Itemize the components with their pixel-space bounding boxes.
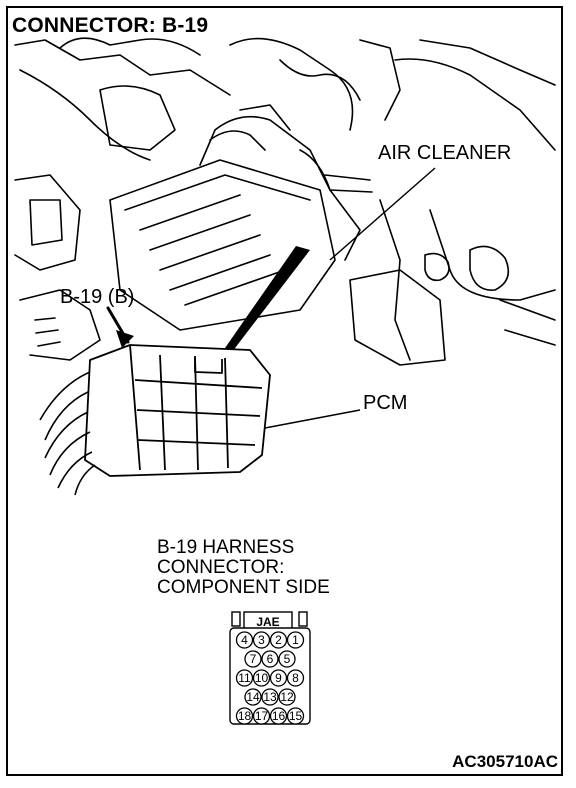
harness-title-line1: B-19 HARNESS [157,537,295,558]
connector-pin [269,707,288,725]
connector-pin [286,669,305,687]
connector-pin-label: 3 [258,633,265,647]
connector-pin [252,669,271,687]
connector-latch-left [231,611,241,627]
connector-pin [269,631,288,649]
connector-pin-label: 17 [255,709,269,723]
connector-pin-label: 4 [241,633,248,647]
connector-pin [286,707,305,725]
connector-pin [244,688,262,706]
connector-pin-label: 12 [280,690,294,704]
connector-pin-label: 13 [263,690,277,704]
connector-pin-label: 15 [289,709,303,723]
pcm-label: PCM [363,392,408,414]
connector-pin-label: 1 [292,633,299,647]
connector-pin [244,650,262,668]
connector-pin [235,669,254,687]
connector-pin [286,631,305,649]
connector-pin [235,707,254,725]
connector-pin-label: 10 [255,671,269,685]
connector-pin [261,688,279,706]
connector-pin [261,650,279,668]
connector-pin [278,688,296,706]
b19-b-label: B-19 (B) [60,286,135,308]
connector-pin-label: 9 [275,671,282,685]
connector-pin [252,631,271,649]
figure-frame [6,6,563,776]
connector-pin-label: 7 [250,652,257,666]
connector-pin [235,631,254,649]
air-cleaner-label: AIR CLEANER [378,142,512,164]
connector-pin-label: 8 [292,671,299,685]
connector-pin-label: 14 [246,690,260,704]
connector-pin [252,707,271,725]
b19-arrowhead [116,330,134,348]
harness-title-line2: CONNECTOR: [157,557,285,578]
pcm-pointer-wedge [225,246,310,352]
connector-pin [269,669,288,687]
page-title: CONNECTOR: B-19 [12,14,209,37]
harness-title-line3: COMPONENT SIDE [157,577,330,598]
connector-pin-label: 16 [272,709,286,723]
connector-latch-right [298,611,308,627]
connector-maker-label: JAE [256,615,279,629]
connector-pin-label: 2 [275,633,282,647]
connector-pin-label: 18 [238,709,252,723]
connector-pin [278,650,296,668]
connector-pin-label: 5 [284,652,291,666]
figure-code: AC305710AC [452,752,558,771]
connector-pin-label: 11 [238,671,251,685]
connector-pin-label: 6 [267,652,274,666]
